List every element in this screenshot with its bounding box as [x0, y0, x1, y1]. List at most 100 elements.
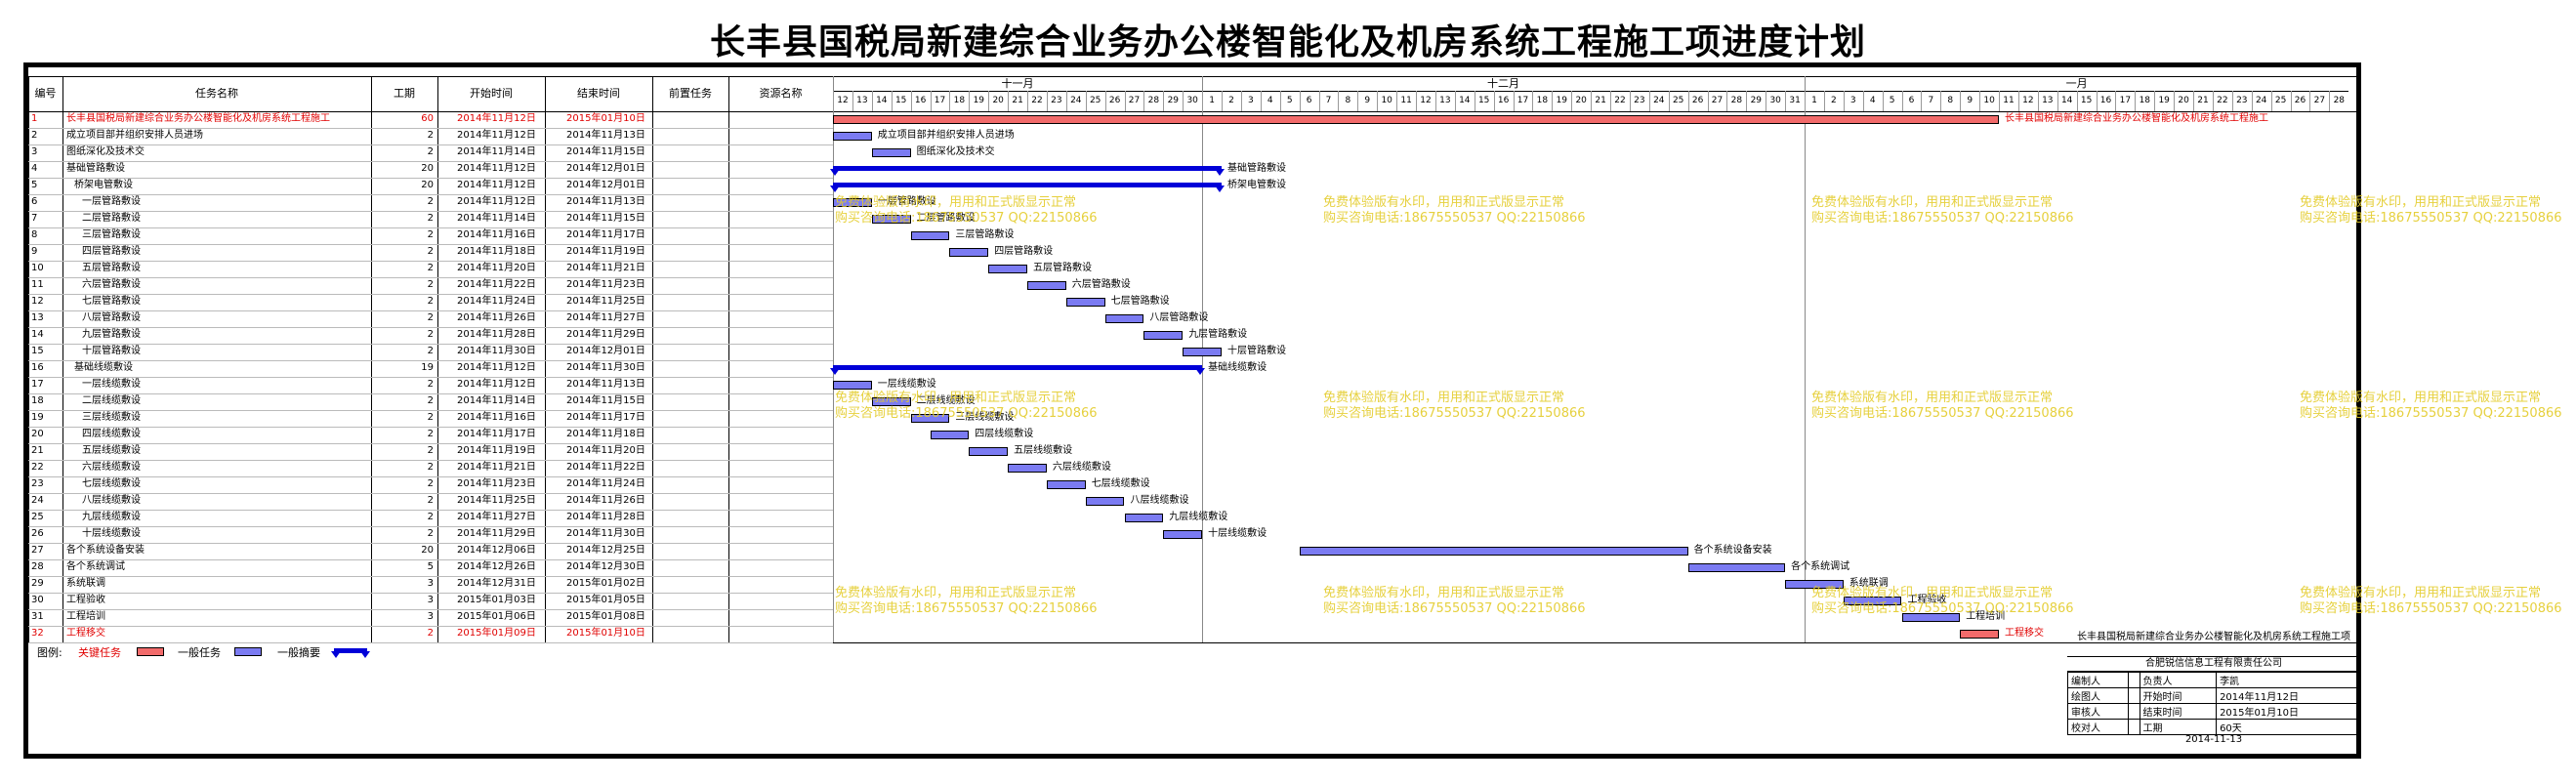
row-task-name: 六层管路敷设	[82, 279, 141, 290]
day-divider	[1454, 91, 1456, 111]
row-start: 2014年12月31日	[457, 578, 536, 589]
day-label: 24	[1653, 96, 1665, 105]
column-divider	[62, 76, 63, 642]
row-duration: 2	[427, 528, 434, 539]
day-divider	[1065, 91, 1067, 111]
row-duration: 2	[427, 130, 434, 141]
row-id: 21	[31, 445, 44, 456]
day-divider	[1260, 91, 1262, 111]
row-id: 1	[31, 113, 38, 124]
day-label: 30	[1769, 96, 1781, 105]
day-divider	[2076, 91, 2078, 111]
day-divider	[1843, 91, 1845, 111]
day-divider	[1318, 91, 1320, 111]
column-header-res: 资源名称	[759, 88, 803, 100]
row-divider	[28, 626, 833, 627]
row-duration: 2	[427, 478, 434, 489]
row-end: 2014年11月15日	[566, 146, 645, 157]
row-id: 22	[31, 462, 44, 473]
row-end: 2014年11月20日	[566, 445, 645, 456]
day-label: 16	[1497, 96, 1510, 105]
day-label: 27	[1128, 96, 1141, 105]
column-header-pred: 前置任务	[669, 88, 712, 100]
day-label: 31	[1789, 96, 1801, 105]
row-divider	[28, 526, 833, 527]
gantt-bar-label: 一层线缆敷设	[877, 379, 936, 390]
day-divider	[1979, 91, 1981, 111]
month-divider	[1805, 76, 1806, 642]
column-header-start: 开始时间	[470, 88, 513, 100]
day-label: 19	[2158, 96, 2170, 105]
row-divider	[28, 609, 833, 610]
row-task-name: 工程移交	[66, 628, 105, 639]
row-duration: 2	[427, 146, 434, 157]
gantt-task-bar	[1104, 314, 1144, 323]
day-divider	[2037, 91, 2039, 111]
info-cell: 负责人	[2139, 672, 2218, 688]
row-end: 2014年11月29日	[566, 329, 645, 340]
row-divider	[28, 261, 833, 262]
watermark-line1: 免费体验版有水印，用用和正式版显示正常	[2300, 391, 2542, 405]
gantt-bar-label: 系统联调	[1849, 578, 1889, 589]
row-duration: 2	[427, 229, 434, 240]
row-id: 10	[31, 263, 44, 273]
row-start: 2014年11月17日	[457, 429, 536, 439]
gantt-bar-label: 工程培训	[1966, 611, 2006, 622]
row-duration: 2	[427, 379, 434, 390]
day-label: 17	[1517, 96, 1529, 105]
day-label: 11	[2003, 96, 2015, 105]
row-task-name: 四层线缆敷设	[82, 429, 141, 439]
gantt-task-bar	[1183, 348, 1222, 356]
row-end: 2014年11月15日	[566, 213, 645, 224]
day-divider	[1183, 91, 1184, 111]
day-label: 27	[2313, 96, 2326, 105]
day-label: 26	[1691, 96, 1704, 105]
day-label: 13	[2042, 96, 2054, 105]
gantt-bar-label: 工程移交	[2005, 628, 2044, 639]
row-end: 2014年11月21日	[566, 263, 645, 273]
day-divider	[1104, 91, 1106, 111]
day-label: 11	[1400, 96, 1412, 105]
row-divider	[28, 211, 833, 212]
gantt-bar-label: 七层线缆敷设	[1091, 478, 1150, 489]
row-start: 2014年11月14日	[457, 395, 536, 406]
row-end: 2014年11月13日	[566, 196, 645, 207]
info-cell: 2015年01月10日	[2216, 703, 2360, 720]
day-label: 20	[992, 96, 1004, 105]
day-label: 21	[1012, 96, 1023, 105]
day-divider	[2309, 91, 2311, 111]
row-task-name: 基础线缆敷设	[74, 362, 133, 373]
gantt-task-bar	[988, 265, 1027, 273]
row-id: 24	[31, 495, 44, 506]
gantt-task-bar	[910, 231, 950, 240]
month-label: 十一月	[1001, 78, 1034, 90]
watermark-line2: 购买咨询电话:18675550537 QQ:22150866	[835, 406, 1098, 421]
watermark-line2: 购买咨询电话:18675550537 QQ:22150866	[1811, 406, 2074, 421]
info-block: 长丰县国税局新建综合业务办公楼智能化及机房系统工程施工项 合肥锐信信息工程有限责…	[2067, 631, 2360, 745]
watermark-text: 免费体验版有水印，用用和正式版显示正常购买咨询电话:18675550537 QQ…	[1811, 586, 2074, 617]
gantt-task-bar	[949, 248, 989, 257]
watermark-text: 免费体验版有水印，用用和正式版显示正常购买咨询电话:18675550537 QQ…	[835, 391, 1098, 422]
row-task-name: 桥架电管敷设	[74, 180, 133, 190]
row-start: 2014年11月12日	[457, 362, 536, 373]
day-label: 22	[2217, 96, 2228, 105]
gantt-task-bar	[1299, 547, 1688, 556]
row-duration: 2	[427, 429, 434, 439]
row-start: 2014年11月14日	[457, 146, 536, 157]
gantt-critical-bar	[833, 115, 1999, 124]
gantt-task-bar	[833, 132, 872, 141]
row-end: 2014年12月01日	[566, 163, 645, 174]
row-start: 2014年11月29日	[457, 528, 536, 539]
gantt-bar-label: 三层管路敷设	[955, 229, 1015, 240]
day-label: 14	[1459, 96, 1471, 105]
day-divider	[1338, 91, 1340, 111]
gantt-task-bar	[1008, 464, 1047, 473]
day-divider	[930, 91, 932, 111]
info-company: 合肥锐信信息工程有限责任公司	[2067, 656, 2360, 672]
gantt-task-bar	[871, 397, 911, 406]
row-duration: 60	[421, 113, 434, 124]
watermark-text: 免费体验版有水印，用用和正式版显示正常购买咨询电话:18675550537 QQ…	[1323, 391, 1586, 422]
day-label: 5	[1286, 96, 1293, 105]
row-end: 2015年01月10日	[566, 628, 645, 639]
row-divider	[28, 277, 833, 278]
